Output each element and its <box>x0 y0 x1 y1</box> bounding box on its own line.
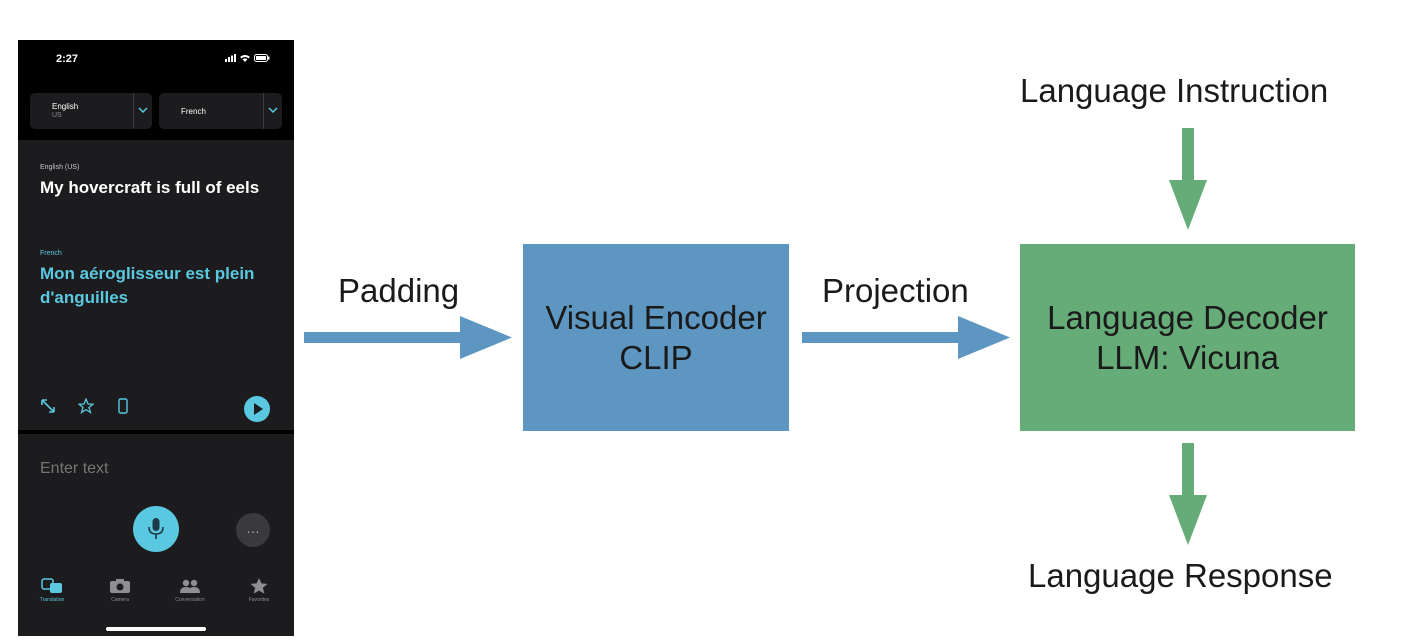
microphone-icon <box>148 518 164 539</box>
visual-encoder-title: Visual Encoder <box>545 298 767 336</box>
tab-label: Favorites <box>248 597 270 603</box>
language-decoder-block: Language Decoder LLM: Vicuna <box>1020 244 1355 431</box>
tab-label: Camera <box>111 597 129 603</box>
source-language-select[interactable]: English US <box>30 93 152 129</box>
device-icon[interactable] <box>116 398 130 419</box>
expand-icon[interactable] <box>40 398 56 419</box>
source-language-name: English <box>52 102 79 111</box>
visual-encoder-model: CLIP <box>619 338 693 376</box>
projection-label: Projection <box>822 272 969 309</box>
source-text: My hovercraft is full of eels <box>40 178 260 197</box>
home-indicator <box>106 627 206 631</box>
play-icon <box>254 403 263 415</box>
camera-icon <box>110 579 130 593</box>
translated-text-label: French <box>40 250 62 257</box>
source-language-dropdown[interactable] <box>133 93 152 129</box>
microphone-button[interactable] <box>133 506 179 552</box>
tab-translation[interactable]: Translation <box>22 578 82 603</box>
language-decoder-title: Language Decoder <box>1047 298 1328 336</box>
visual-encoder-block: Visual Encoder CLIP <box>523 244 789 431</box>
projection-arrow <box>802 316 1010 359</box>
target-language-dropdown[interactable] <box>263 93 282 129</box>
padding-label: Padding <box>338 272 460 309</box>
translate-icon <box>41 578 62 593</box>
play-button[interactable] <box>244 396 270 422</box>
tab-camera[interactable]: Camera <box>90 578 150 603</box>
favorite-star-icon[interactable] <box>77 397 95 419</box>
input-area: … Translation Camera Conversation Favori… <box>18 434 294 636</box>
status-bar: 2:27 <box>18 40 294 84</box>
more-options-button[interactable]: … <box>236 513 270 547</box>
translation-card: English (US) My hovercraft is full of ee… <box>18 140 294 430</box>
signal-icon <box>224 54 236 62</box>
tab-conversation[interactable]: Conversation <box>160 578 220 603</box>
language-response-label: Language Response <box>1028 557 1333 594</box>
language-decoder-model: LLM: Vicuna <box>1096 338 1279 376</box>
battery-icon <box>254 54 270 62</box>
tab-label: Translation <box>39 597 65 603</box>
source-text-label: English (US) <box>40 164 80 171</box>
conversation-icon <box>180 579 200 593</box>
response-arrow <box>1169 443 1207 545</box>
tab-favorites[interactable]: Favorites <box>229 578 289 603</box>
section-divider <box>18 430 294 434</box>
chevron-down-icon <box>268 107 278 114</box>
padding-arrow <box>304 316 512 359</box>
chevron-down-icon <box>138 107 148 114</box>
translated-text: Mon aéroglisseur est plein d'anguilles <box>40 264 255 307</box>
tab-bar: Translation Camera Conversation Favorite… <box>18 570 294 636</box>
phone-screenshot: 2:27 English US French English (US) My h… <box>18 40 294 636</box>
status-icons <box>224 54 270 64</box>
instruction-arrow <box>1169 128 1207 230</box>
enter-text-input[interactable] <box>40 460 240 478</box>
star-icon <box>250 578 268 594</box>
status-time: 2:27 <box>56 53 79 65</box>
language-selector-bar: English US French <box>18 84 294 140</box>
language-instruction-label: Language Instruction <box>1020 72 1329 109</box>
target-language-name: French <box>181 107 206 116</box>
target-language-select[interactable]: French <box>159 93 282 129</box>
tab-label: Conversation <box>175 597 205 603</box>
source-language-region: US <box>52 112 62 119</box>
wifi-icon <box>240 55 251 62</box>
